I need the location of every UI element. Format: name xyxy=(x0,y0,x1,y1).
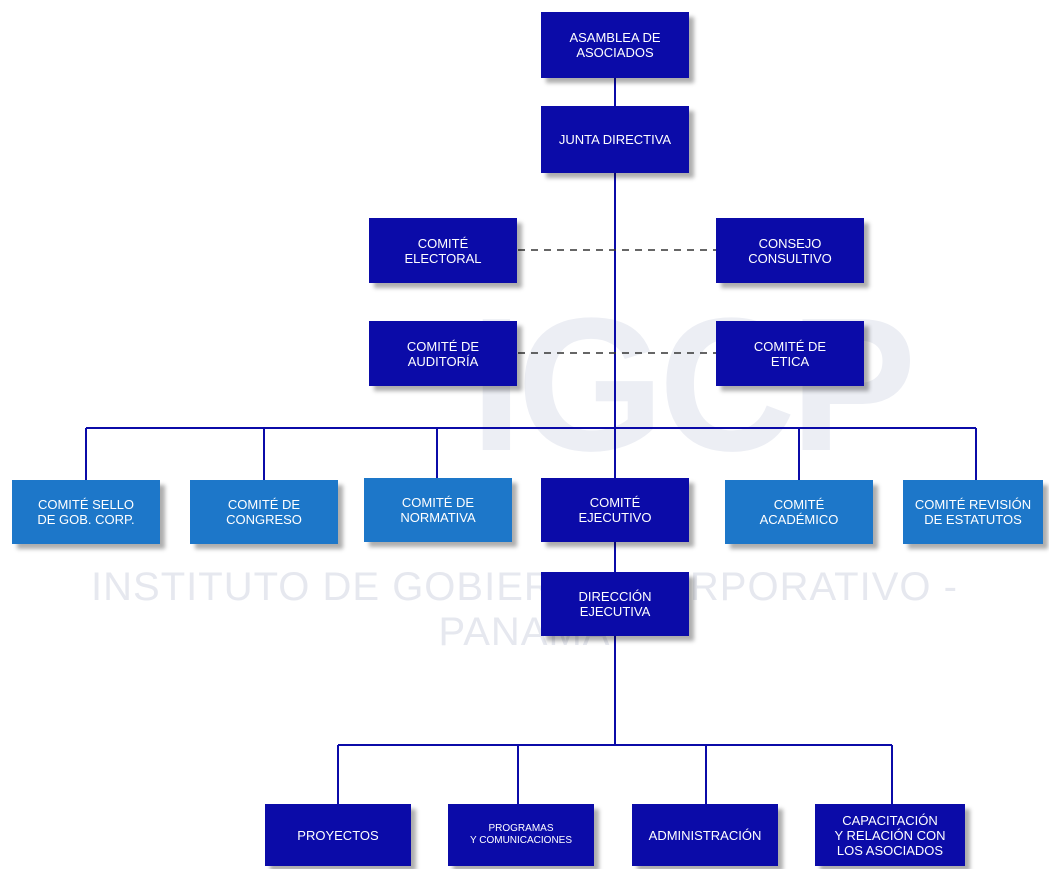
node-direccion: DIRECCIÓN EJECUTIVA xyxy=(541,572,689,636)
node-proyectos: PROYECTOS xyxy=(265,804,411,866)
node-electoral: COMITÉ ELECTORAL xyxy=(369,218,517,283)
node-administracion: ADMINISTRACIÓN xyxy=(632,804,778,866)
watermark-text: INSTITUTO DE GOBIERNO CORPORATIVO - PANA… xyxy=(91,565,958,654)
node-auditoria: COMITÉ DE AUDITORÍA xyxy=(369,321,517,386)
node-academico: COMITÉ ACADÉMICO xyxy=(725,480,873,544)
node-programas: PROGRAMAS Y COMUNICACIONES xyxy=(448,804,594,866)
node-revision: COMITÉ REVISIÓN DE ESTATUTOS xyxy=(903,480,1043,544)
node-congreso: COMITÉ DE CONGRESO xyxy=(190,480,338,544)
node-junta: JUNTA DIRECTIVA xyxy=(541,106,689,173)
node-sello: COMITÉ SELLO DE GOB. CORP. xyxy=(12,480,160,544)
node-capacitacion: CAPACITACIÓN Y RELACIÓN CON LOS ASOCIADO… xyxy=(815,804,965,866)
node-ejecutivo: COMITÉ EJECUTIVO xyxy=(541,478,689,542)
node-asamblea: ASAMBLEA DE ASOCIADOS xyxy=(541,12,689,78)
node-etica: COMITÉ DE ETICA xyxy=(716,321,864,386)
node-normativa: COMITÉ DE NORMATIVA xyxy=(364,478,512,542)
node-consejo: CONSEJO CONSULTIVO xyxy=(716,218,864,283)
